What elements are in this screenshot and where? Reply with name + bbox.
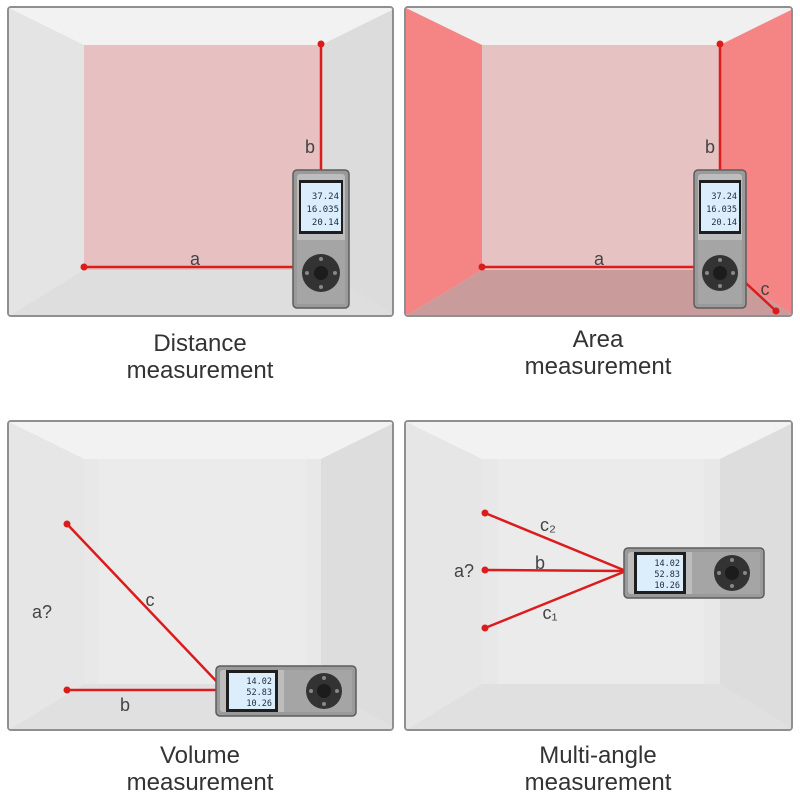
device-screen [301,183,341,231]
device-reading-2: 52.83 [246,688,272,698]
device-reading-2: 16.035 [306,205,339,215]
caption-line: measurement [524,769,672,796]
device-screen [701,183,739,231]
label-c1: c₁ [542,603,557,623]
device-center-button [314,266,328,280]
device-reading-3: 10.26 [654,581,680,591]
label-a: a? [32,602,52,622]
laser-point [80,263,88,271]
back-wall [482,45,720,270]
device-reading-1: 14.02 [246,677,272,687]
caption-line: measurement [126,357,274,384]
caption-line: measurement [524,353,672,380]
distance-room-diagram: a b 37.24 16.035 20.14 [9,8,392,315]
laser-line-c2 [484,511,627,573]
laser-point [63,686,71,694]
ceiling [406,422,791,459]
label-b: b [535,553,545,573]
device-reading-2: 52.83 [654,570,680,580]
area-caption: Area measurement [398,326,798,380]
left-wall [9,8,84,315]
label-b: b [305,137,315,157]
caption-line: Multi-angle [539,742,657,769]
caption-line: Area [572,326,624,353]
distance-caption: Distance measurement [0,330,400,384]
device-reading-3: 20.14 [312,218,339,228]
device-screen [637,555,683,591]
laser-point [63,520,71,528]
label-c: c [761,279,770,299]
caption-line: Distance [153,330,247,357]
label-c2: c₂ [540,515,556,535]
device-center-button [725,566,739,580]
laser-point [716,40,724,48]
ceiling [406,8,791,45]
laser-point [772,307,780,315]
multi-angle-caption: Multi-angle measurement [398,742,798,796]
device-reading-3: 20.14 [711,218,737,228]
area-room-diagram: a b c 37.24 16.035 20.14 [406,8,791,315]
laser-point [481,566,489,574]
multi-angle-panel: a? b c₂ c₁ 14.02 52.83 10.26 [404,420,793,731]
laser-meter-device: 37.24 16.035 20.14 [693,169,747,309]
left-wall [406,422,482,729]
volume-caption: Volume measurement [0,742,400,796]
volume-panel: a? b c 14.02 52.83 10.26 [7,420,394,731]
label-a: a [190,249,201,269]
label-a: a [594,249,605,269]
label-c: c [146,590,155,610]
laser-line-c [66,523,220,685]
area-panel: a b c 37.24 16.035 20.14 [404,6,793,317]
laser-point [481,509,489,517]
label-b: b [705,137,715,157]
device-reading-1: 37.24 [312,192,339,202]
label-a: a? [454,561,474,581]
ceiling [9,422,392,459]
laser-meter-device: 14.02 52.83 10.26 [623,547,765,599]
laser-point [317,40,325,48]
device-screen [229,673,275,709]
right-wall [321,423,392,728]
multi-angle-room-diagram: a? b c₂ c₁ 14.02 52.83 10.26 [406,422,791,729]
laser-line-c1 [484,569,627,630]
back-wall-highlight [84,45,321,270]
laser-line-b [484,568,627,573]
caption-line: Volume [159,742,241,769]
left-wall [406,8,482,315]
label-b: b [120,695,130,715]
device-reading-1: 37.24 [711,192,737,202]
distance-panel: a b 37.24 16.035 20.14 [7,6,394,317]
device-center-button [317,684,331,698]
device-center-button [713,266,727,280]
ceiling [9,8,392,45]
laser-meter-device: 14.02 52.83 10.26 [215,665,357,717]
caption-line: measurement [126,769,274,796]
laser-point [481,624,489,632]
laser-point [478,263,486,271]
left-wall [9,422,84,729]
device-reading-1: 14.02 [654,559,680,569]
volume-room-diagram: a? b c 14.02 52.83 10.26 [9,422,392,729]
laser-meter-device: 37.24 16.035 20.14 [292,169,350,309]
device-reading-2: 16.035 [706,205,737,215]
device-reading-3: 10.26 [246,699,272,709]
floor [407,684,791,729]
